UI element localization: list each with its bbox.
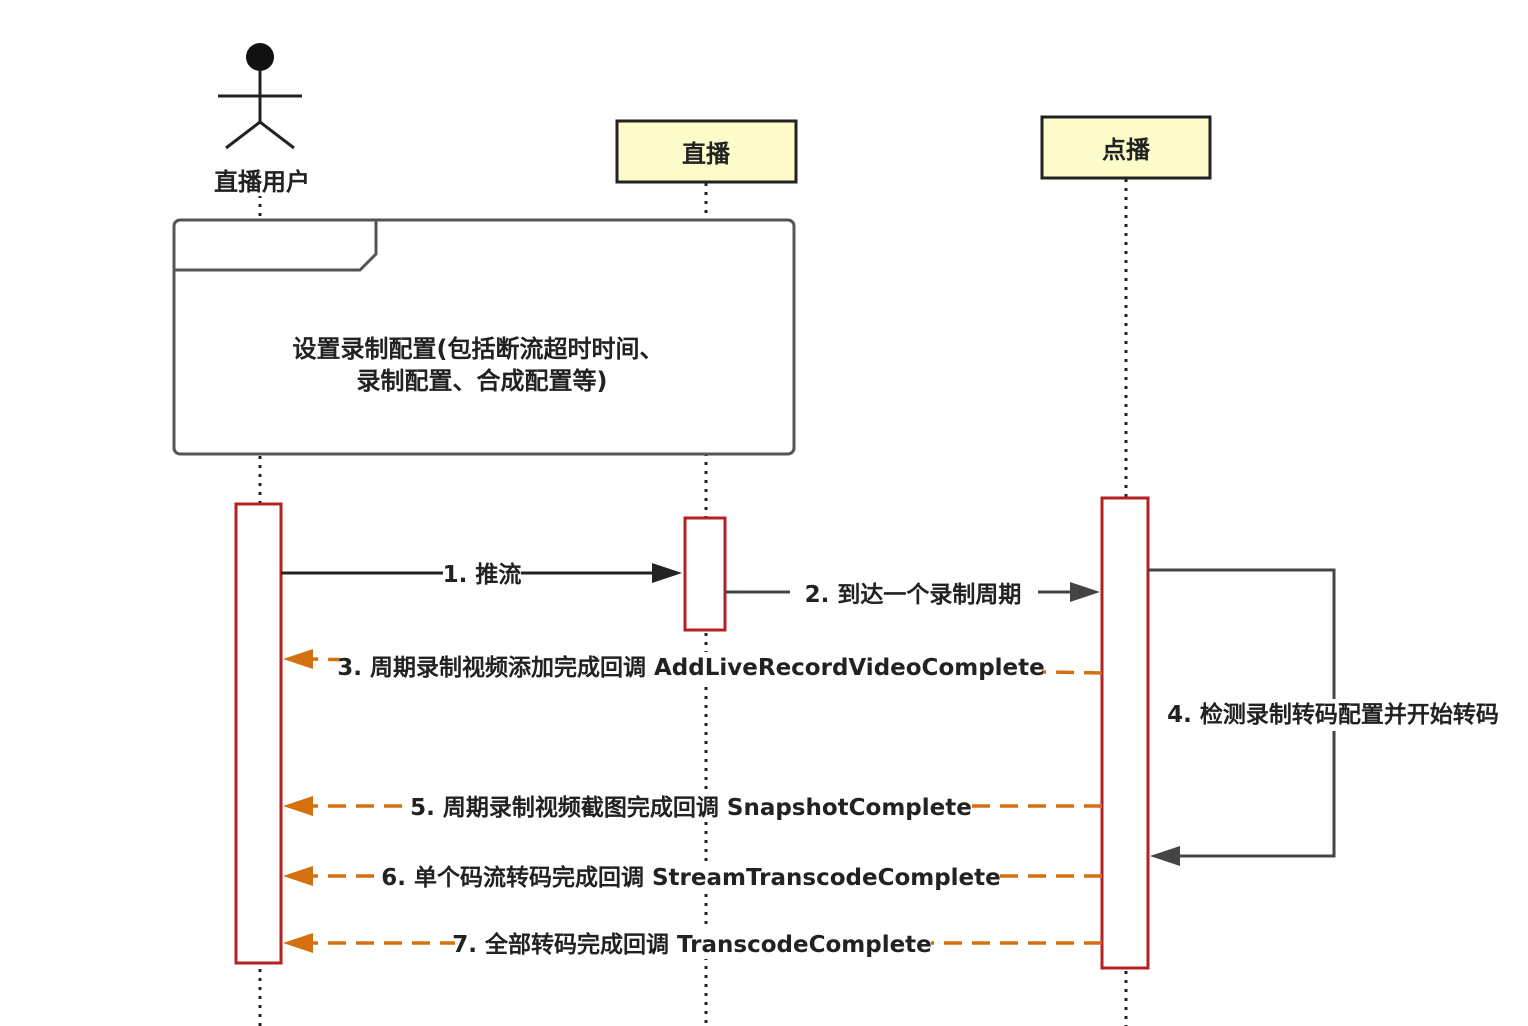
arrowhead-icon [283, 649, 313, 669]
arrowhead-icon [1150, 846, 1180, 866]
note-line-1: 设置录制配置(包括断流超时时间、 [293, 335, 664, 363]
actor-label: 直播用户 [214, 168, 310, 196]
participant-vod: 点播 [1040, 115, 1212, 180]
arrowhead-icon [652, 563, 682, 583]
arrowhead-icon [283, 866, 313, 886]
message-4-label: 4. 检测录制转码配置并开始转码 [1167, 701, 1499, 728]
message-3-label: 3. 周期录制视频添加完成回调 AddLiveRecordVideoComple… [337, 654, 1045, 681]
message-5-label: 5. 周期录制视频截图完成回调 SnapshotComplete [410, 794, 972, 821]
participant-live-label: 直播 [682, 140, 731, 168]
activation-live [683, 516, 727, 632]
config-note: 设置录制配置(包括断流超时时间、 录制配置、合成配置等) [172, 218, 796, 456]
arrowhead-icon [1070, 582, 1100, 602]
message-1-label: 1. 推流 [443, 561, 522, 588]
arrowhead-icon [283, 796, 313, 816]
participant-live: 直播 [615, 119, 798, 184]
note-line-2: 录制配置、合成配置等) [357, 367, 608, 395]
message-6-label: 6. 单个码流转码完成回调 StreamTranscodeComplete [381, 864, 1001, 891]
activation-user [234, 502, 283, 965]
actor-figure [218, 43, 302, 150]
actor-head-icon [246, 43, 274, 71]
activation-vod [1100, 496, 1150, 970]
participant-vod-label: 点播 [1102, 136, 1151, 164]
message-7-label: 7. 全部转码完成回调 TranscodeComplete [452, 931, 932, 958]
arrowhead-icon [283, 933, 313, 953]
message-2-label: 2. 到达一个录制周期 [805, 582, 1022, 608]
